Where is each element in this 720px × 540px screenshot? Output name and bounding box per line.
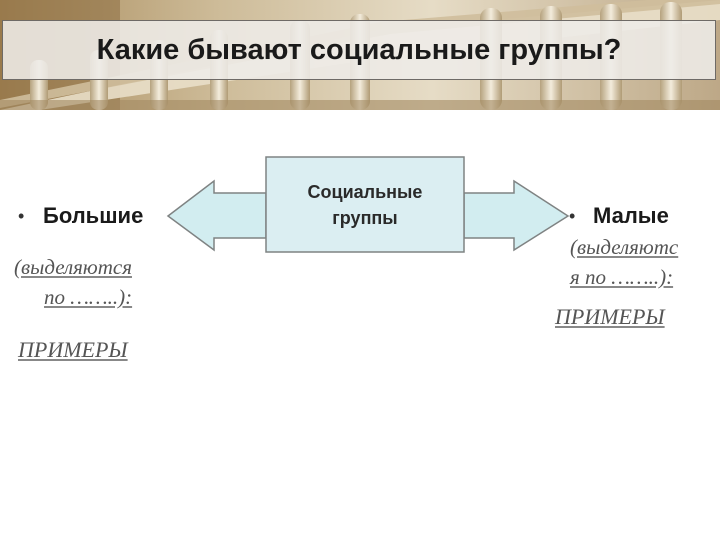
slide-title: Какие бывают социальные группы? bbox=[96, 33, 622, 66]
center-box bbox=[265, 156, 465, 253]
right-label: Малые bbox=[593, 203, 669, 228]
left-arrow bbox=[166, 179, 267, 252]
right-examples: ПРИМЕРЫ bbox=[555, 304, 665, 329]
center-label: Социальные группы bbox=[266, 158, 464, 252]
title-box: Какие бывают социальные группы? bbox=[2, 20, 716, 80]
left-label: Большие bbox=[43, 203, 144, 228]
center-label-line1: Социальные bbox=[307, 182, 423, 202]
left-bullet: • bbox=[18, 206, 25, 226]
right-paren-text: (выделяютс я по ……..): bbox=[570, 235, 679, 289]
left-examples: ПРИМЕРЫ bbox=[18, 337, 128, 362]
center-label-line2: группы bbox=[332, 208, 398, 228]
left-paren-text: (выделяются по ……..): bbox=[14, 255, 133, 309]
right-bullet: • bbox=[569, 206, 576, 226]
right-arrow bbox=[463, 179, 570, 252]
